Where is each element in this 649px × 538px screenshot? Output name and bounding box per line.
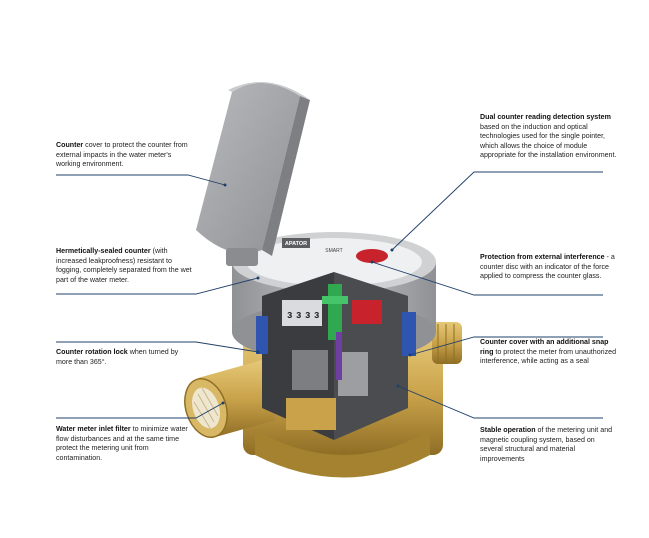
callout-text: based on the induction and optical techn… — [480, 122, 617, 160]
callout-external-interference: Protection from external interference - … — [480, 253, 618, 282]
magnet-unit — [292, 350, 328, 390]
callout-text: when turned by more than 365°. — [56, 348, 179, 366]
counter-digits-window — [282, 300, 322, 326]
cutaway-interior — [256, 272, 416, 440]
leader-inlet-filter — [56, 402, 224, 419]
counter-digit: 3 — [287, 311, 292, 321]
counter-cover-lid — [196, 82, 310, 266]
outlet-thread — [432, 322, 462, 364]
callout-dual-reading: Dual counter reading detection system ba… — [480, 113, 618, 161]
callout-text: of the metering unit and magnetic coupli… — [480, 426, 613, 463]
callout-inlet-filter: Water meter inlet filter to minimize wat… — [56, 425, 194, 463]
counter-digit: 3 — [296, 311, 301, 321]
callout-title: Water meter inlet filter — [56, 425, 131, 433]
leader-counter-cover — [56, 174, 226, 186]
leader-endpoints — [221, 183, 412, 405]
callout-text: to minimize water flow disturbances and … — [56, 425, 188, 462]
callout-title: Dual counter reading detection system — [480, 113, 611, 121]
callout-title: Protection from external interference — [480, 253, 605, 261]
callout-snap-ring: Counter cover with an additional snap ri… — [480, 338, 618, 367]
callout-title: Stable operation — [480, 426, 536, 434]
leader-lines — [56, 171, 603, 419]
lid-hinge — [226, 248, 258, 266]
leader-snap-ring — [409, 336, 603, 356]
counter-digit: 3 — [305, 311, 310, 321]
leader-external-interference — [371, 261, 603, 296]
callout-title: Counter — [56, 141, 84, 149]
callout-title: Hermetically-sealed counter — [56, 247, 151, 255]
callout-text: cover to protect the counter from extern… — [56, 141, 188, 169]
callout-title: Counter cover with an additional snap ri… — [480, 338, 609, 356]
model-label: SMART — [325, 248, 342, 254]
green-shaft — [328, 284, 342, 340]
callout-counter-cover: Counter cover to protect the counter fro… — [56, 141, 194, 170]
callout-title: Counter rotation lock — [56, 348, 128, 356]
red-coupling — [352, 300, 382, 324]
interference-disc — [356, 249, 388, 263]
callout-hermetic-counter: Hermetically-sealed counter (with increa… — [56, 247, 194, 285]
counter-digit: 3 — [314, 311, 319, 321]
leader-hermetic-counter — [56, 277, 259, 295]
callout-text: (with increased leakproofness) resistant… — [56, 247, 192, 284]
brand-label: APATOR — [285, 241, 307, 247]
leader-rotation-lock — [56, 341, 259, 353]
leader-stable-operation — [397, 385, 603, 419]
callout-rotation-lock: Counter rotation lock when turned by mor… — [56, 348, 194, 367]
inlet-pipe — [184, 360, 276, 438]
callout-text: to protect the meter from unauthorized i… — [480, 347, 617, 366]
brand-plate — [282, 238, 310, 248]
rotation-lock-blue — [256, 316, 268, 354]
callout-stable-operation: Stable operation of the metering unit an… — [480, 426, 618, 464]
snap-ring-blue — [402, 312, 416, 356]
leader-dual-reading — [391, 171, 603, 251]
callout-text: - a counter disc with an indicator of th… — [480, 253, 615, 281]
